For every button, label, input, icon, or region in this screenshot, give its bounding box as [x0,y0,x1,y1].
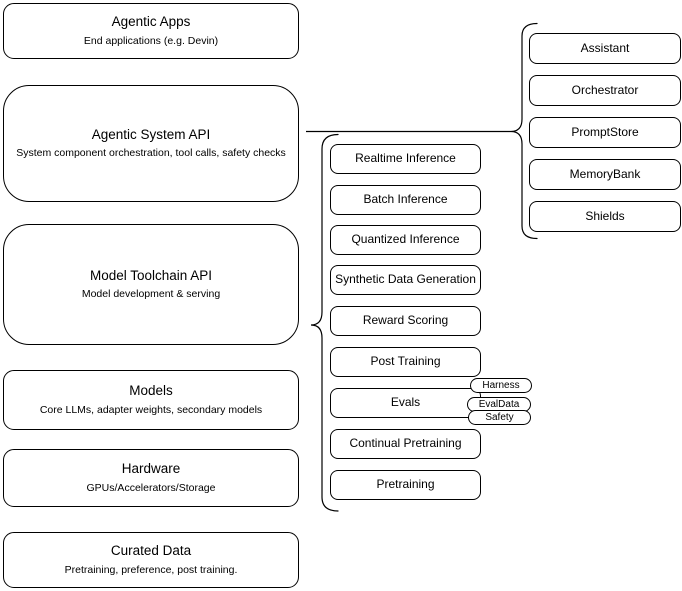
tag-harness: Harness [470,378,532,393]
node-agentic-apps: Agentic Apps End applications (e.g. Devi… [3,3,299,59]
node-realtime-inference: Realtime Inference [330,144,481,174]
node-title: Model Toolchain API [89,267,213,283]
node-subtitle: System component orchestration, tool cal… [16,147,286,160]
node-reward-scoring: Reward Scoring [330,306,481,336]
node-subtitle: End applications (e.g. Devin) [83,34,219,47]
node-shields: Shields [529,201,681,232]
node-subtitle: GPUs/Accelerators/Storage [86,481,216,494]
node-evals: Evals [330,388,481,418]
node-subtitle: Pretraining, preference, post training. [64,563,238,576]
node-title: Models [129,383,173,399]
node-model-toolchain-api: Model Toolchain API Model development & … [3,224,299,345]
node-title: Agentic Apps [111,14,191,30]
node-assistant: Assistant [529,33,681,64]
node-agentic-system-api: Agentic System API System component orch… [3,85,299,202]
node-orchestrator: Orchestrator [529,75,681,106]
node-hardware: Hardware GPUs/Accelerators/Storage [3,449,299,507]
node-pretraining: Pretraining [330,470,481,500]
node-title: Agentic System API [91,126,211,142]
node-promptstore: PromptStore [529,117,681,148]
node-post-training: Post Training [330,347,481,377]
node-quantized-inference: Quantized Inference [330,225,481,255]
node-continual-pretraining: Continual Pretraining [330,429,481,459]
node-models: Models Core LLMs, adapter weights, secon… [3,370,299,430]
node-synthetic-data-generation: Synthetic Data Generation [330,265,481,295]
node-memorybank: MemoryBank [529,159,681,190]
node-title: Curated Data [110,543,192,559]
node-curated-data: Curated Data Pretraining, preference, po… [3,532,299,588]
node-subtitle: Model development & serving [81,288,221,301]
node-batch-inference: Batch Inference [330,185,481,215]
node-subtitle: Core LLMs, adapter weights, secondary mo… [39,403,263,416]
tag-safety: Safety [468,410,531,425]
node-title: Hardware [121,461,181,477]
